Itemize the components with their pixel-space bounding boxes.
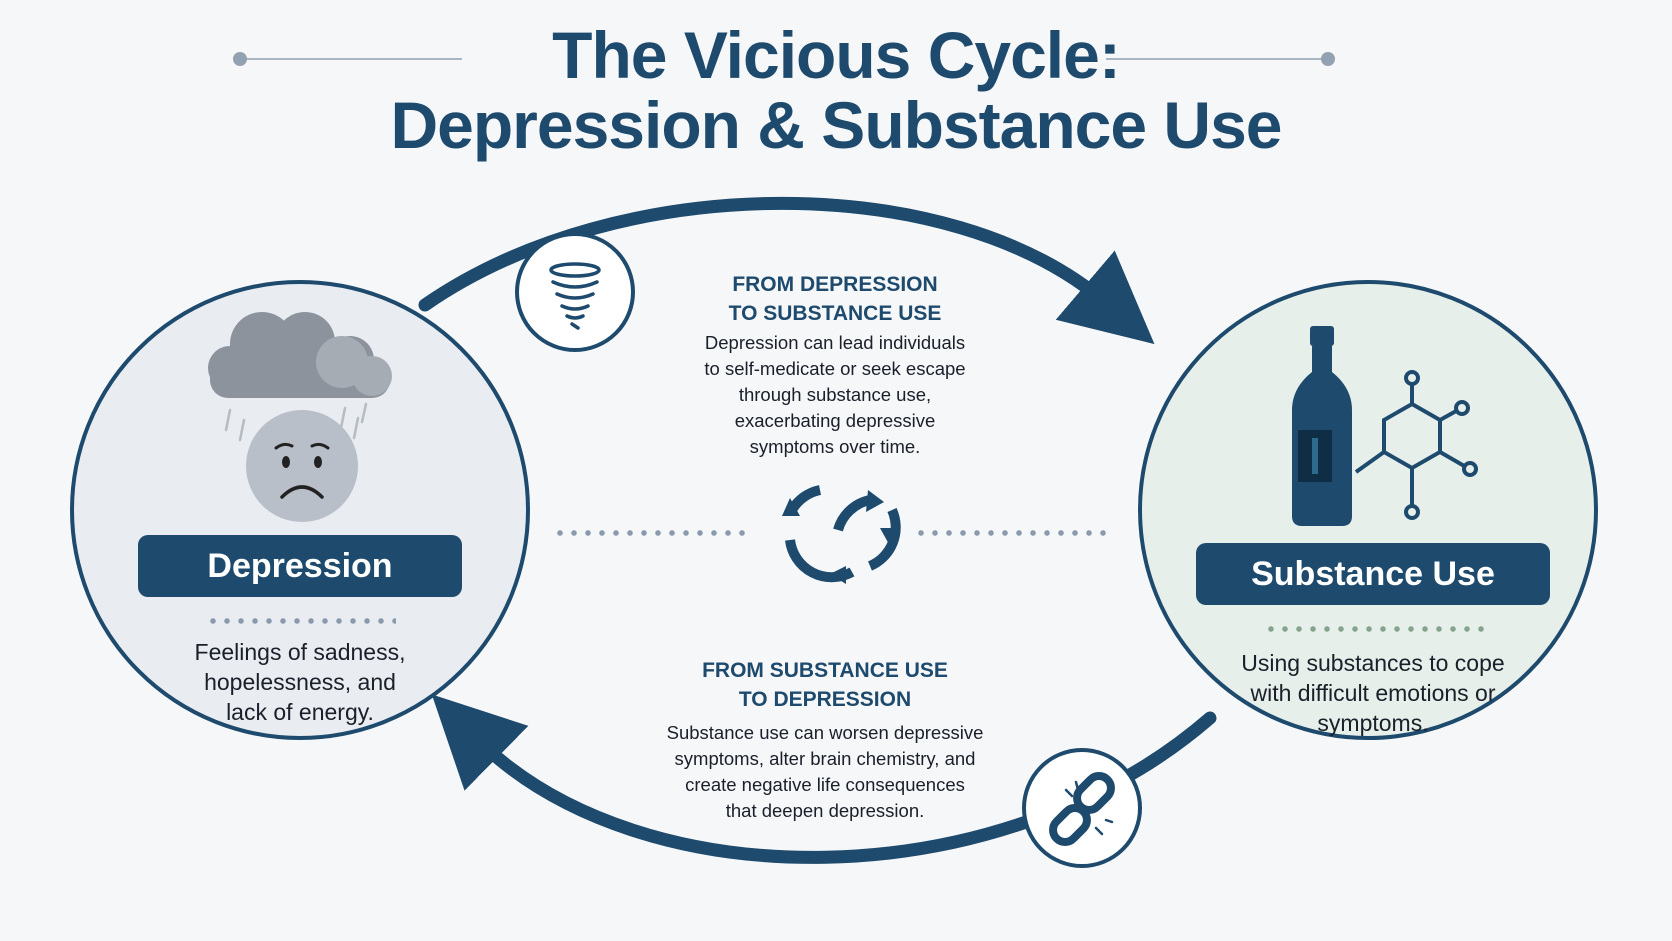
flow-text-dep-to-sub: Depression can lead individuals to self-… [704, 332, 966, 457]
tornado-icon [515, 232, 635, 352]
dotted-connector-right [914, 530, 1114, 536]
bottle-icon [1292, 326, 1352, 526]
substance-description: Using substances to cope with difficult … [1241, 650, 1505, 736]
broken-chain-icon [1022, 748, 1142, 868]
flow-heading-dep-to-sub: FROM DEPRESSION TO SUBSTANCE USE [728, 273, 942, 325]
title-rule-dot-left [233, 52, 247, 66]
depression-description: Feelings of sadness, hopelessness, and l… [194, 639, 406, 725]
flow-text-sub-to-dep: Substance use can worsen depressive symp… [666, 722, 984, 821]
molecule-icon [1354, 370, 1478, 520]
title-line-1: The Vicious Cycle: [552, 18, 1121, 92]
substance-label: Substance Use [1196, 543, 1550, 605]
arrow-depression-to-substance [418, 196, 1155, 345]
title-rule-dot-right [1321, 52, 1335, 66]
sad-face-icon [246, 410, 358, 522]
depression-label: Depression [138, 535, 462, 597]
depression-divider [206, 618, 396, 624]
title-line-2: Depression & Substance Use [390, 88, 1283, 162]
substance-divider [1264, 626, 1484, 632]
rain-cloud-icon [208, 312, 392, 442]
title-rule-left [240, 58, 462, 60]
title-rule-right [1106, 58, 1328, 60]
flow-heading-sub-to-dep: FROM SUBSTANCE USE TO DEPRESSION [702, 659, 948, 711]
substance-node-circle [1138, 280, 1598, 740]
diagram-title: The Vicious Cycle: Depression & Substanc… [0, 20, 1672, 160]
dotted-connector-left [553, 530, 753, 536]
cycle-arrows-icon [782, 485, 901, 584]
